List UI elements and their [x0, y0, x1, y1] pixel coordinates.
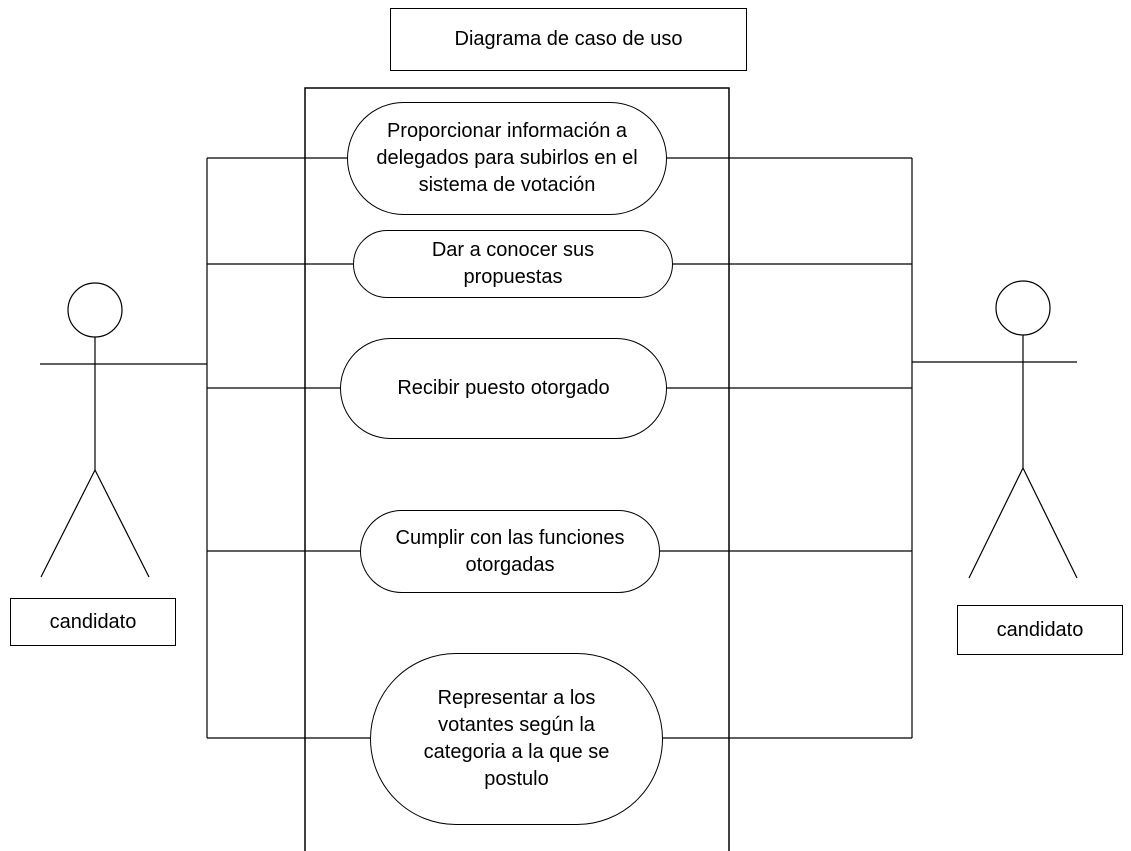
actor-label-right: candidato: [957, 605, 1123, 655]
actor-label-text: candidato: [996, 618, 1084, 641]
use-case-3: Recibir puesto otorgado: [340, 338, 667, 439]
use-case-label: Dar a conocer sus propuestas: [431, 239, 595, 288]
use-case-2: Dar a conocer sus propuestas: [353, 230, 673, 298]
actor-label-left: candidato: [10, 598, 176, 646]
use-case-label: Recibir puesto otorgado: [397, 377, 610, 399]
left-association-lines: [150, 157, 371, 739]
right-association-lines: [659, 157, 968, 739]
stick-figure-icon: [40, 282, 150, 578]
diagram-title-text: Diagrama de caso de uso: [454, 28, 683, 50]
use-case-1: Proporcionar información a delegados par…: [347, 102, 667, 215]
actor-label-text: candidato: [49, 610, 137, 633]
use-case-label: Proporcionar información a delegados par…: [376, 120, 638, 196]
use-case-label: Representar a los votantes según la cate…: [423, 687, 610, 790]
use-case-4: Cumplir con las funciones otorgadas: [360, 510, 660, 593]
use-case-5: Representar a los votantes según la cate…: [370, 653, 663, 825]
diagram-title: Diagrama de caso de uso: [390, 8, 747, 71]
system-boundary: [304, 87, 730, 851]
use-case-label: Cumplir con las funciones otorgadas: [395, 526, 625, 576]
stick-figure-icon: [968, 280, 1078, 579]
